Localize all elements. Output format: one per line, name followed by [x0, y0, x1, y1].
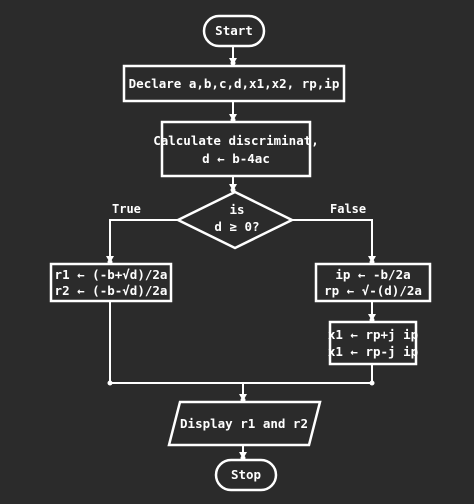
decision-label-line1: is: [229, 202, 244, 217]
display-label: Display r1 and r2: [180, 416, 308, 431]
imaginary-line1: ip ← -b/2a: [335, 267, 410, 282]
junction-dot: [107, 380, 113, 386]
real-roots-line2: r2 ← (-b-√d)/2a: [55, 283, 168, 298]
calculate-label-line2: d ← b-4ac: [202, 151, 270, 166]
complex-line1: x1 ← rp+j ip: [328, 327, 418, 342]
display-io: Display r1 and r2: [167, 400, 322, 447]
stop-label: Stop: [231, 467, 261, 482]
decision-diamond: is d ≥ 0?: [175, 190, 295, 250]
start-label: Start: [215, 23, 253, 38]
start-terminal: Start: [202, 14, 266, 48]
junction-dots: [107, 60, 375, 461]
imaginary-line2: rp ← √-(d)/2a: [324, 283, 422, 298]
calculate-label-line1: Calculate discriminat,: [153, 133, 319, 148]
imaginary-part-process: ip ← -b/2a rp ← √-(d)/2a: [314, 262, 432, 303]
calculate-process: Calculate discriminat, d ← b-4ac: [153, 120, 319, 178]
complex-line2: x1 ← rp-j ip: [328, 344, 418, 359]
false-branch-label: False: [330, 202, 366, 216]
connectors: [106, 46, 376, 459]
connector-false-branch: [292, 219, 376, 263]
decision-label-line2: d ≥ 0?: [214, 219, 259, 234]
declare-label: Declare a,b,c,d,x1,x2, rp,ip: [129, 76, 340, 91]
junction-dot: [369, 380, 375, 386]
real-roots-process: r1 ← (-b+√d)/2a r2 ← (-b-√d)/2a: [49, 262, 173, 303]
real-roots-line1: r1 ← (-b+√d)/2a: [55, 267, 168, 282]
connector-true-branch: [106, 219, 178, 263]
complex-roots-process: x1 ← rp+j ip x1 ← rp-j ip: [328, 320, 418, 366]
junction-dot: [230, 60, 236, 66]
true-branch-label: True: [112, 202, 141, 216]
declare-process: Declare a,b,c,d,x1,x2, rp,ip: [122, 64, 346, 103]
stop-terminal: Stop: [214, 458, 278, 492]
